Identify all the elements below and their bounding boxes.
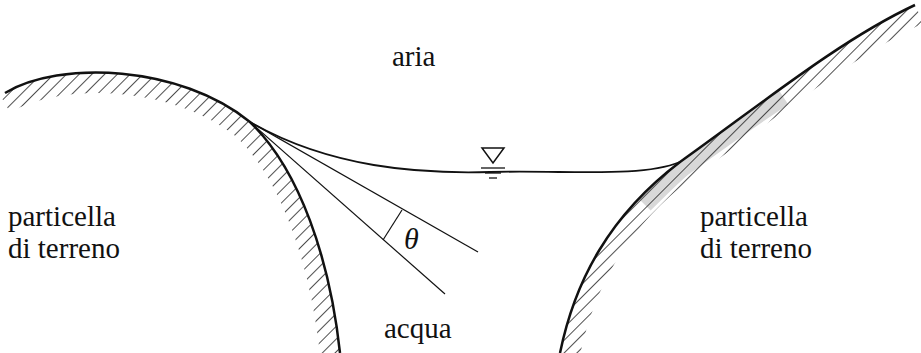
particle-outline — [5, 73, 340, 353]
particle-label: particella di terreno — [8, 200, 136, 265]
tangent-line — [250, 122, 478, 252]
tangent-line — [250, 122, 445, 294]
water-level-symbol — [481, 167, 505, 168]
water-level-symbol — [482, 148, 504, 163]
meniscus — [250, 122, 680, 172]
water-level-symbol — [485, 172, 501, 173]
region-label: acqua — [384, 312, 452, 344]
angle-label: θ — [404, 222, 419, 256]
particle-outline — [560, 5, 915, 353]
particle-label: particella di terreno — [700, 200, 828, 265]
hatching — [560, 5, 915, 353]
region-label: aria — [392, 40, 435, 72]
water-level-symbol — [489, 177, 497, 178]
hatching — [0, 73, 340, 353]
angle-arc — [383, 210, 402, 240]
